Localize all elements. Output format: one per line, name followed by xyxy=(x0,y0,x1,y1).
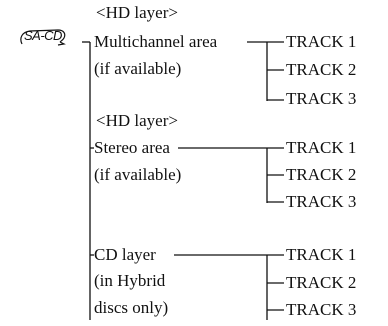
track-label: TRACK 2 xyxy=(286,60,357,79)
track-label: TRACK 1 xyxy=(286,32,357,51)
cd-layer-note-line1: (in Hybrid xyxy=(94,271,166,290)
hd-layer-tag-2: <HD layer> xyxy=(96,111,178,130)
track-label: TRACK 1 xyxy=(286,138,357,157)
multichannel-note: (if available) xyxy=(94,59,182,78)
sacd-logo: SA-CD xyxy=(18,26,68,50)
track-label: TRACK 2 xyxy=(286,273,357,292)
sacd-logo-text: SA-CD xyxy=(24,28,62,43)
track-label: TRACK 2 xyxy=(286,165,357,184)
cd-layer-label: CD layer xyxy=(94,245,156,264)
multichannel-area-label: Multichannel area xyxy=(94,32,218,51)
track-label: TRACK 3 xyxy=(286,300,357,319)
track-label: TRACK 3 xyxy=(286,89,357,108)
cd-layer-note-line2: discs only) xyxy=(94,298,169,317)
stereo-note: (if available) xyxy=(94,165,182,184)
hd-layer-tag-1: <HD layer> xyxy=(96,3,178,22)
stereo-area-label: Stereo area xyxy=(94,138,170,157)
sacd-logo-outline xyxy=(20,29,66,46)
track-label: TRACK 1 xyxy=(286,245,357,264)
track-label: TRACK 3 xyxy=(286,192,357,211)
